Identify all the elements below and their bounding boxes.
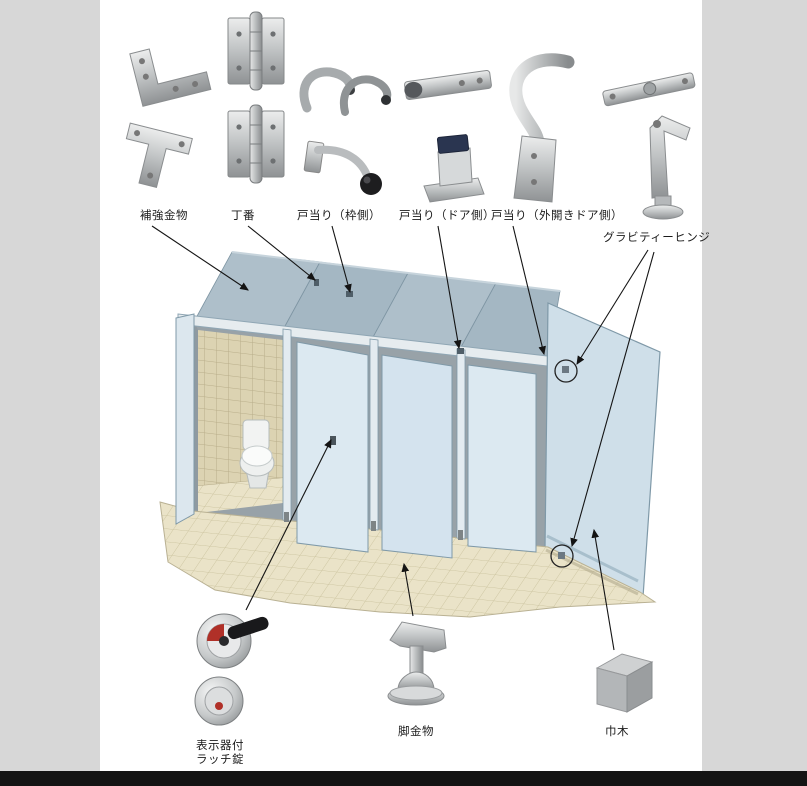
indicator-latch-photo (194, 613, 269, 726)
pilaster-3 (456, 348, 466, 540)
gravity-hinge-bottom-mark (558, 552, 565, 559)
callout-arrows (151, 225, 655, 651)
reinforcement-label: 補強金物 (140, 208, 188, 222)
door-2 (381, 354, 453, 559)
stall-interior (193, 318, 284, 515)
gravity-hinge-label: グラビティーヒンジ (603, 230, 710, 244)
foot-mark-2 (371, 521, 376, 531)
reinforcement-bracket-photo (125, 48, 212, 189)
end-panel-baseboard-line (546, 534, 639, 583)
bottom-bar (0, 771, 807, 786)
door-stop-frame-photo (299, 67, 392, 195)
door-stop-door-mark (457, 348, 464, 354)
baseboard-arrow (591, 528, 615, 651)
reinforcement-arrow (151, 225, 249, 291)
gravity-hinge-photo (602, 72, 696, 220)
indicator-latch-label-line1: 表示器付 (196, 738, 244, 752)
right-margin (702, 0, 807, 771)
partition-top-band (195, 251, 561, 361)
door-stop-frame-label: 戸当り（枠側） (297, 208, 381, 222)
left-margin (0, 0, 100, 771)
gravity-hinge-arrow-bottom (570, 251, 655, 548)
door-stop-door-arrow (437, 225, 462, 350)
hinge-label: 丁番 (231, 209, 255, 222)
leg-hardware-arrow (401, 562, 414, 617)
toilet (239, 419, 275, 489)
leg-hardware-label: 脚金物 (398, 724, 434, 738)
indicator-latch-arrow (245, 439, 332, 611)
hinge-mark (314, 279, 319, 286)
indicator-latch-label-line2: ラッチ錠 (196, 752, 244, 766)
gravity-hinge-arrow-top (576, 249, 649, 365)
door-3 (467, 364, 537, 553)
door-stop-outward-arrow (512, 225, 546, 356)
callout-circle-top (554, 359, 578, 383)
callout-circle-bottom (550, 544, 574, 568)
pilaster-1 (282, 328, 292, 522)
hinge-arrow (247, 225, 316, 281)
door-1 (296, 341, 369, 553)
stall-illustration (159, 251, 661, 618)
door-stop-frame-arrow (331, 225, 352, 294)
baseboard-label: 巾木 (605, 724, 629, 738)
gravity-hinge-top-mark (562, 366, 569, 373)
door-stop-door-photo (404, 69, 492, 203)
left-end-panel (175, 313, 195, 525)
foot-mark-3 (458, 530, 463, 540)
leg-hardware-photo (387, 621, 447, 706)
door-stop-frame-mark (346, 291, 353, 297)
foot-mark-1 (284, 512, 289, 522)
door-stop-outward-photo (509, 53, 575, 203)
door-stop-door-label: 戸当り（ドア側） (399, 208, 495, 222)
pilaster-2 (369, 338, 379, 531)
door-stop-outward-label: 戸当り（外開きドア側） (491, 208, 623, 222)
door-latch-mark (330, 436, 336, 445)
baseboard-photo (595, 653, 654, 713)
